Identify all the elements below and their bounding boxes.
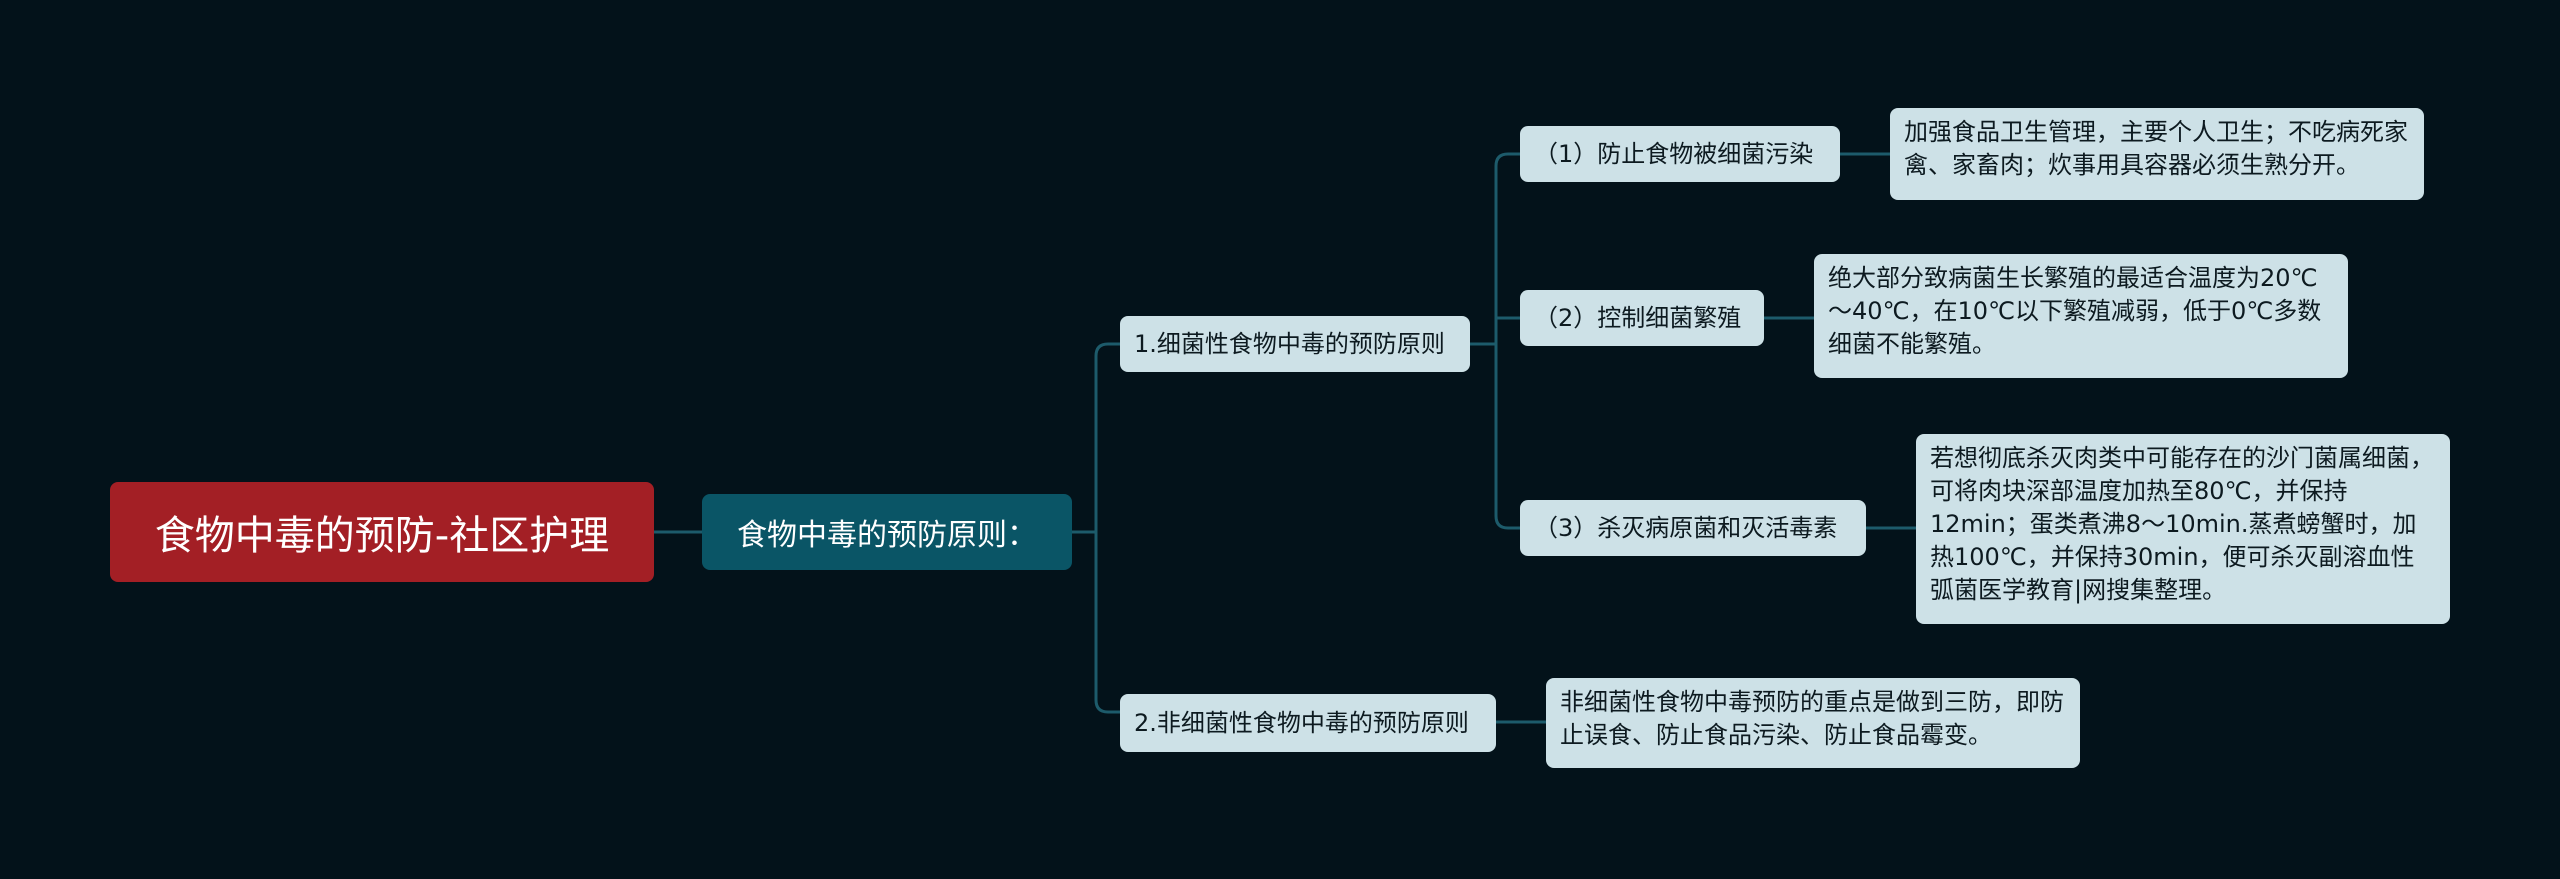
growth-detail-node[interactable]: 绝大部分致病菌生长繁殖的最适合温度为20℃～40℃，在10℃以下繁殖减弱，低于0… — [1814, 254, 2348, 378]
nonbacterial-detail-node[interactable]: 非细菌性食物中毒预防的重点是做到三防，即防止误食、防止食品污染、防止食品霉变。 — [1546, 678, 2080, 768]
principles-topic[interactable]: 食物中毒的预防原则： — [702, 494, 1072, 570]
connector-principles-branches — [1072, 342, 1120, 714]
bacterial-principles-node[interactable]: 1.细菌性食物中毒的预防原则 — [1120, 316, 1470, 372]
prevent-contamination-node[interactable]: （1）防止食物被细菌污染 — [1520, 126, 1840, 182]
nonbacterial-principles-node[interactable]: 2.非细菌性食物中毒的预防原则 — [1120, 694, 1496, 752]
kill-pathogens-node[interactable]: （3）杀灭病原菌和灭活毒素 — [1520, 500, 1866, 556]
pathogens-detail-node[interactable]: 若想彻底杀灭肉类中可能存在的沙门菌属细菌，可将肉块深部温度加热至80℃，并保持1… — [1916, 434, 2450, 624]
connector-bacterial-items — [1470, 152, 1520, 530]
root-topic[interactable]: 食物中毒的预防-社区护理 — [110, 482, 654, 582]
control-growth-node[interactable]: （2）控制细菌繁殖 — [1520, 290, 1764, 346]
contamination-detail-node[interactable]: 加强食品卫生管理，主要个人卫生；不吃病死家禽、家畜肉；炊事用具容器必须生熟分开。 — [1890, 108, 2424, 200]
